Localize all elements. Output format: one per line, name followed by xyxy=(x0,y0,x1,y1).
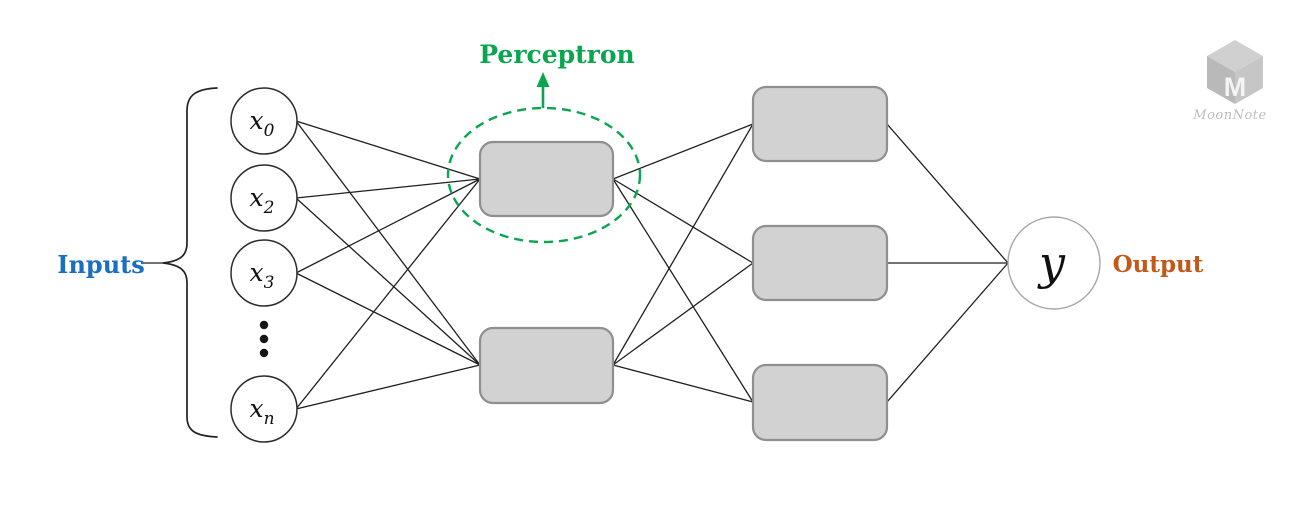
ellipsis-dot xyxy=(259,348,269,358)
hidden2-node-3 xyxy=(751,363,889,442)
hidden2-node-2 xyxy=(751,224,889,302)
input-node-x0: x0 xyxy=(230,87,298,155)
hidden1-node-2 xyxy=(478,326,615,405)
input-node-label: x0 xyxy=(250,106,275,141)
perceptron-label: Perceptron xyxy=(479,40,634,69)
input-node-xn: xn xyxy=(230,375,298,443)
perceptron-arrow-head xyxy=(536,72,550,87)
edge xyxy=(295,178,481,274)
inputs-label: Inputs xyxy=(57,250,145,279)
edge xyxy=(295,120,481,366)
hidden1-node-1 xyxy=(478,140,615,218)
edges-hidden1-to-hidden2 xyxy=(612,123,754,403)
edge xyxy=(612,178,754,264)
input-node-circle xyxy=(230,87,298,155)
ellipsis-dots xyxy=(259,320,269,358)
edge xyxy=(295,364,481,410)
edge xyxy=(295,272,481,366)
perceptron-ellipse xyxy=(446,106,642,244)
input-node-label: xn xyxy=(249,394,274,429)
edge xyxy=(295,120,481,180)
edge xyxy=(295,178,481,410)
edge xyxy=(886,262,1009,403)
logo-brand-text: MoonNote xyxy=(1192,108,1266,123)
moonnote-logo: M MoonNote xyxy=(1192,40,1266,123)
edge xyxy=(295,197,481,366)
input-node-circle xyxy=(230,375,298,443)
input-node-label: x2 xyxy=(250,183,275,218)
edge xyxy=(612,178,754,403)
input-node-label: x3 xyxy=(250,258,275,293)
input-node-circle xyxy=(230,239,298,307)
output-node-label: y xyxy=(1037,236,1066,290)
logo-monogram: M xyxy=(1224,72,1247,102)
inputs-brace xyxy=(162,87,218,438)
ellipsis-dot xyxy=(259,334,269,344)
edge xyxy=(612,123,754,366)
input-node-x3: x3 xyxy=(230,239,298,307)
edges-hidden2-to-output xyxy=(886,123,1009,403)
edge xyxy=(612,262,754,366)
edges-inputs-to-hidden1 xyxy=(295,120,481,410)
edge xyxy=(612,123,754,180)
edge xyxy=(295,178,481,199)
edge xyxy=(612,364,754,403)
input-node-x2: x2 xyxy=(230,164,298,232)
logo-cube-right-face xyxy=(1235,56,1263,104)
logo-cube-left-face xyxy=(1207,56,1235,104)
hidden2-node-1 xyxy=(751,85,889,163)
input-node-circle xyxy=(230,164,298,232)
ellipsis-dot xyxy=(259,320,269,330)
edge xyxy=(886,123,1009,264)
output-label: Output xyxy=(1113,251,1204,278)
output-node-circle xyxy=(1007,216,1101,310)
